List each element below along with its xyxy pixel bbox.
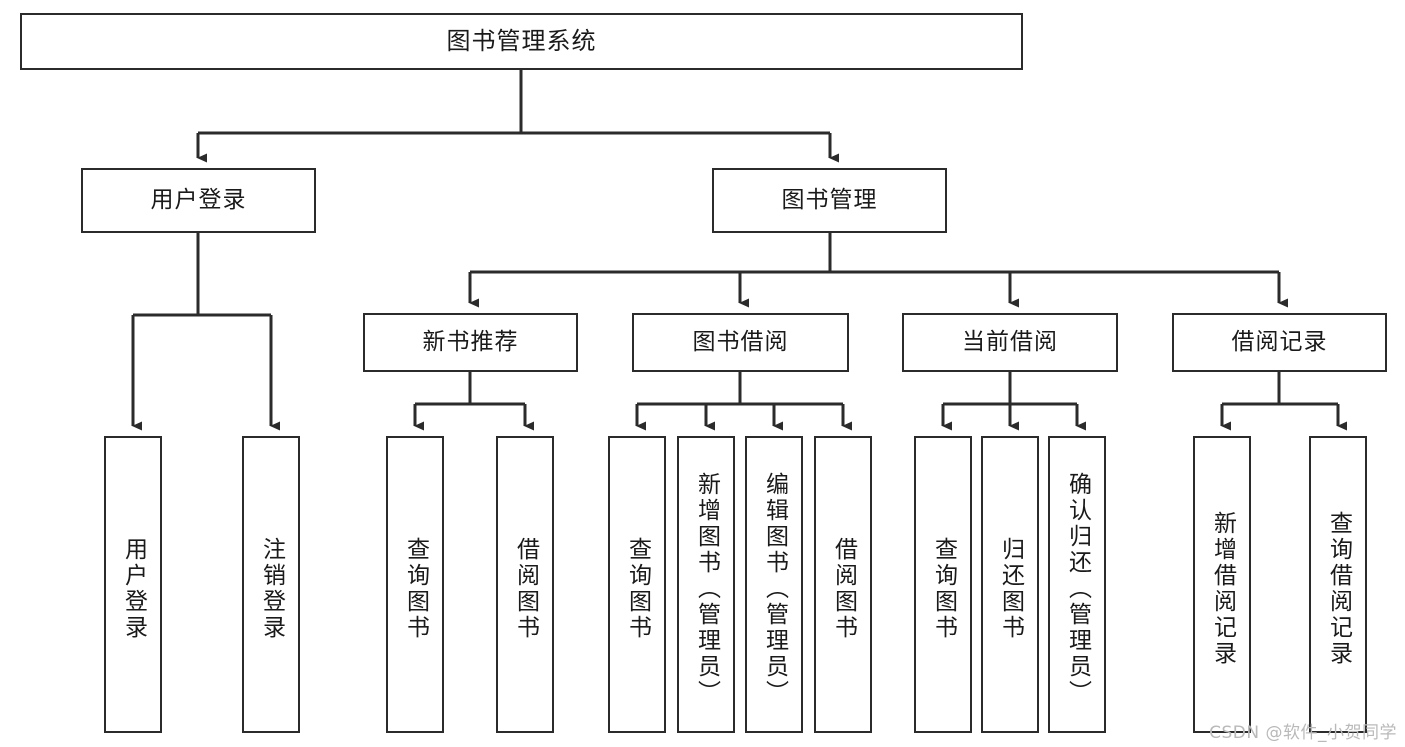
node-leaf-user-login[interactable]: 用户登录 — [104, 436, 162, 733]
node-leaf-query-book-recommend[interactable]: 查询图书 — [386, 436, 444, 733]
node-leaf-query-book-current[interactable]: 查询图书 — [914, 436, 972, 733]
node-leaf-return-book[interactable]: 归还图书 — [981, 436, 1039, 733]
node-label: 图书借阅 — [692, 328, 789, 355]
node-book-management[interactable]: 图书管理 — [712, 168, 947, 233]
node-label: 借阅记录 — [1231, 328, 1328, 355]
node-leaf-query-book[interactable]: 查询图书 — [608, 436, 666, 733]
node-label: 归还图书 — [997, 536, 1024, 641]
node-leaf-add-borrow-record[interactable]: 新增借阅记录 — [1193, 436, 1251, 733]
node-leaf-borrow-book-recommend[interactable]: 借阅图书 — [496, 436, 554, 733]
node-system-root[interactable]: 图书管理系统 — [20, 13, 1023, 70]
node-leaf-borrow-book[interactable]: 借阅图书 — [814, 436, 872, 733]
node-label: 查询图书 — [624, 536, 651, 641]
node-new-book-recommend[interactable]: 新书推荐 — [363, 313, 578, 372]
node-leaf-confirm-return-admin[interactable]: 确认归还（管理员） — [1048, 436, 1106, 733]
node-leaf-logout[interactable]: 注销登录 — [242, 436, 300, 733]
node-leaf-query-borrow-record[interactable]: 查询借阅记录 — [1309, 436, 1367, 733]
node-label: 新增图书（管理员） — [693, 471, 720, 706]
node-label: 确认归还（管理员） — [1064, 471, 1091, 706]
node-user-login[interactable]: 用户登录 — [81, 168, 316, 233]
node-leaf-edit-book-admin[interactable]: 编辑图书（管理员） — [745, 436, 803, 733]
node-label: 编辑图书（管理员） — [761, 471, 788, 706]
node-label: 注销登录 — [258, 536, 285, 641]
node-label: 图书管理 — [781, 186, 878, 213]
node-label: 新书推荐 — [422, 328, 519, 355]
node-leaf-add-book-admin[interactable]: 新增图书（管理员） — [677, 436, 735, 733]
node-label: 查询图书 — [402, 536, 429, 641]
node-label: 查询图书 — [930, 536, 957, 641]
node-book-borrow[interactable]: 图书借阅 — [632, 313, 849, 372]
node-label: 当前借阅 — [962, 328, 1058, 355]
node-label: 图书管理系统 — [446, 27, 597, 56]
node-borrow-record[interactable]: 借阅记录 — [1172, 313, 1387, 372]
node-current-borrow[interactable]: 当前借阅 — [902, 313, 1118, 372]
node-label: 借阅图书 — [830, 536, 857, 641]
node-label: 查询借阅记录 — [1325, 510, 1352, 667]
node-label: 用户登录 — [120, 536, 147, 641]
node-label: 用户登录 — [150, 186, 247, 213]
node-label: 借阅图书 — [512, 536, 539, 641]
node-label: 新增借阅记录 — [1209, 510, 1236, 667]
